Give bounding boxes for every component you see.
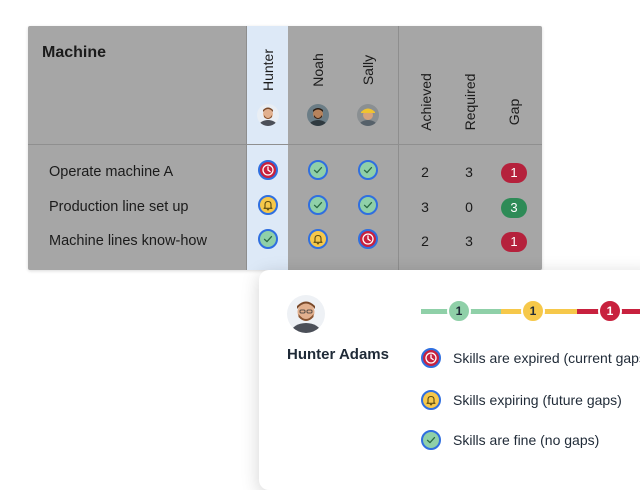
person-name: Hunter xyxy=(260,48,276,92)
progress-count-fine: 1 xyxy=(447,299,471,323)
avatar-sally xyxy=(357,104,379,126)
person-name: Noah xyxy=(310,53,326,87)
legend-item-expired: Skills are expired (current gaps) xyxy=(421,348,640,368)
required-value: 3 xyxy=(465,164,473,180)
summary-divider xyxy=(398,26,399,270)
header-divider xyxy=(28,144,542,145)
skills-matrix: Machine Hunter Noah Sally xyxy=(28,26,542,270)
clock-icon[interactable] xyxy=(258,160,278,180)
bell-icon xyxy=(421,390,441,410)
legend-label: Skills are fine (no gaps) xyxy=(453,432,600,448)
gap-badge: 3 xyxy=(501,198,527,218)
achieved-value: 2 xyxy=(421,164,429,180)
achieved-value: 3 xyxy=(421,199,429,215)
check-icon[interactable] xyxy=(308,160,328,180)
check-icon[interactable] xyxy=(308,195,328,215)
legend-item-expiring: Skills expiring (future gaps) xyxy=(421,390,622,410)
achieved-value: 2 xyxy=(421,233,429,249)
check-icon[interactable] xyxy=(258,229,278,249)
bell-icon[interactable] xyxy=(258,195,278,215)
check-icon[interactable] xyxy=(358,160,378,180)
column-header-gap: Gap xyxy=(506,98,522,126)
person-full-name: Hunter Adams xyxy=(287,346,389,363)
legend-label: Skills expiring (future gaps) xyxy=(453,392,622,408)
column-header-achieved: Achieved xyxy=(418,73,434,131)
skill-label: Operate machine A xyxy=(49,164,174,180)
gap-badge: 1 xyxy=(501,163,527,183)
column-header-hunter[interactable]: Hunter xyxy=(248,34,288,134)
matrix-title: Machine xyxy=(42,44,107,61)
bell-icon[interactable] xyxy=(308,229,328,249)
avatar-hunter-adams xyxy=(287,295,325,333)
person-name: Sally xyxy=(360,54,376,86)
people-divider xyxy=(246,26,247,270)
required-value: 3 xyxy=(465,233,473,249)
skill-status-progress: 1 1 1 xyxy=(421,298,640,324)
column-header-required: Required xyxy=(462,73,478,131)
progress-count-expiring: 1 xyxy=(521,299,545,323)
clock-icon[interactable] xyxy=(358,229,378,249)
check-icon[interactable] xyxy=(358,195,378,215)
column-header-noah[interactable]: Noah xyxy=(298,34,338,134)
person-detail-card: Hunter Adams 1 1 1 Skills are expired (c… xyxy=(259,270,640,490)
clock-icon xyxy=(421,348,441,368)
check-icon xyxy=(421,430,441,450)
required-value: 0 xyxy=(465,199,473,215)
skill-label: Production line set up xyxy=(49,199,189,215)
progress-count-expired: 1 xyxy=(598,299,622,323)
avatar-noah xyxy=(307,104,329,126)
gap-badge: 1 xyxy=(501,232,527,252)
legend-item-fine: Skills are fine (no gaps) xyxy=(421,430,599,450)
skill-label: Machine lines know-how xyxy=(49,233,207,249)
avatar-hunter xyxy=(257,104,279,126)
legend-label: Skills are expired (current gaps) xyxy=(453,350,640,366)
column-header-sally[interactable]: Sally xyxy=(348,34,388,134)
